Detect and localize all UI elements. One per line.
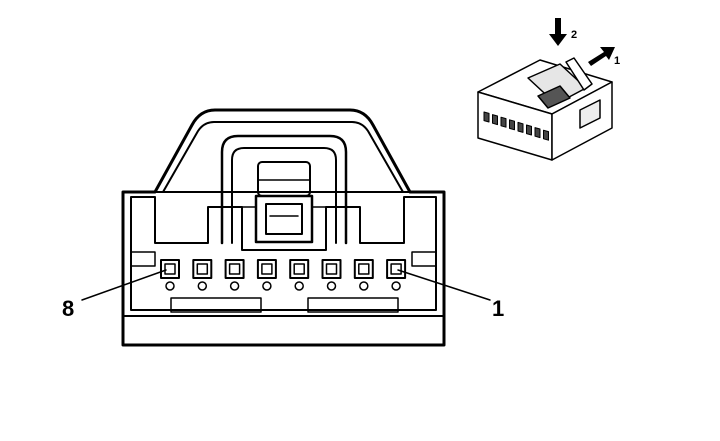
base-key-right <box>307 297 399 313</box>
inset-slot-4 <box>509 119 515 131</box>
terminal-cavity <box>130 196 437 311</box>
inset-slot-1 <box>483 111 490 123</box>
connector-3d-inset <box>477 57 613 161</box>
pin-cavity-7 <box>192 259 213 279</box>
pin-cavity-1 <box>386 259 407 279</box>
inset-slot-7 <box>534 127 541 139</box>
housing-outline <box>121 108 446 347</box>
pin-contact-7 <box>196 263 209 275</box>
pin-contact-1 <box>390 263 402 275</box>
pin-cavity-5 <box>256 259 277 279</box>
pin-contact-3 <box>325 263 338 275</box>
latch-tab <box>257 161 311 197</box>
inset-arrows <box>549 18 615 66</box>
arrow-2-icon <box>549 18 567 46</box>
inset-slot-3 <box>500 116 507 128</box>
hood-inner-outline <box>162 121 404 193</box>
leader-line-pin-8 <box>81 269 167 301</box>
base-key-left <box>170 297 262 313</box>
pin-test-hole-7 <box>197 281 208 291</box>
arrow-2-label: 2 <box>571 29 577 41</box>
pin-cavity-8 <box>160 259 180 279</box>
pin-row <box>160 259 407 291</box>
side-notch-left <box>130 251 156 267</box>
side-notch-right <box>411 251 437 267</box>
pin-cavity-3 <box>321 259 342 279</box>
pin-test-hole-2 <box>359 281 369 291</box>
pin-contact-6 <box>228 263 241 275</box>
inset-slot-6 <box>526 124 532 136</box>
inset-side-step <box>579 99 601 129</box>
pin-contact-8 <box>164 263 176 275</box>
arrow-1-label: 1 <box>614 55 620 67</box>
pin-test-hole-4 <box>294 281 304 291</box>
pin-contact-5 <box>261 263 273 275</box>
pin-contact-4 <box>293 263 305 275</box>
pin-contact-2 <box>358 263 370 275</box>
latch-button-inner <box>265 203 303 235</box>
inset-lock-slot <box>537 85 571 109</box>
pin-test-hole-6 <box>229 281 240 291</box>
pin-cavity-4 <box>289 259 310 279</box>
pin-test-hole-1 <box>391 281 401 291</box>
connector-face-view <box>81 108 491 347</box>
inset-slot-5 <box>517 121 524 133</box>
inset-terminal-slots <box>483 111 549 141</box>
latch-inner <box>231 147 337 244</box>
pin-8-label: 8 <box>62 296 74 321</box>
arrow-1-icon <box>588 47 615 66</box>
pin-1-label: 1 <box>492 296 504 321</box>
inset-slot-2 <box>492 114 498 126</box>
pin-test-hole-3 <box>326 281 337 291</box>
inset-slot-8 <box>543 129 549 141</box>
pin-test-hole-8 <box>165 281 175 291</box>
pin-cavity-6 <box>224 259 245 279</box>
pin-test-hole-5 <box>262 281 272 291</box>
inset-latch-arm <box>565 57 593 91</box>
latch-button-outer <box>254 194 314 244</box>
leader-line-pin-1 <box>397 269 491 301</box>
pin-cavity-2 <box>353 259 374 279</box>
latch-housing <box>220 134 348 245</box>
